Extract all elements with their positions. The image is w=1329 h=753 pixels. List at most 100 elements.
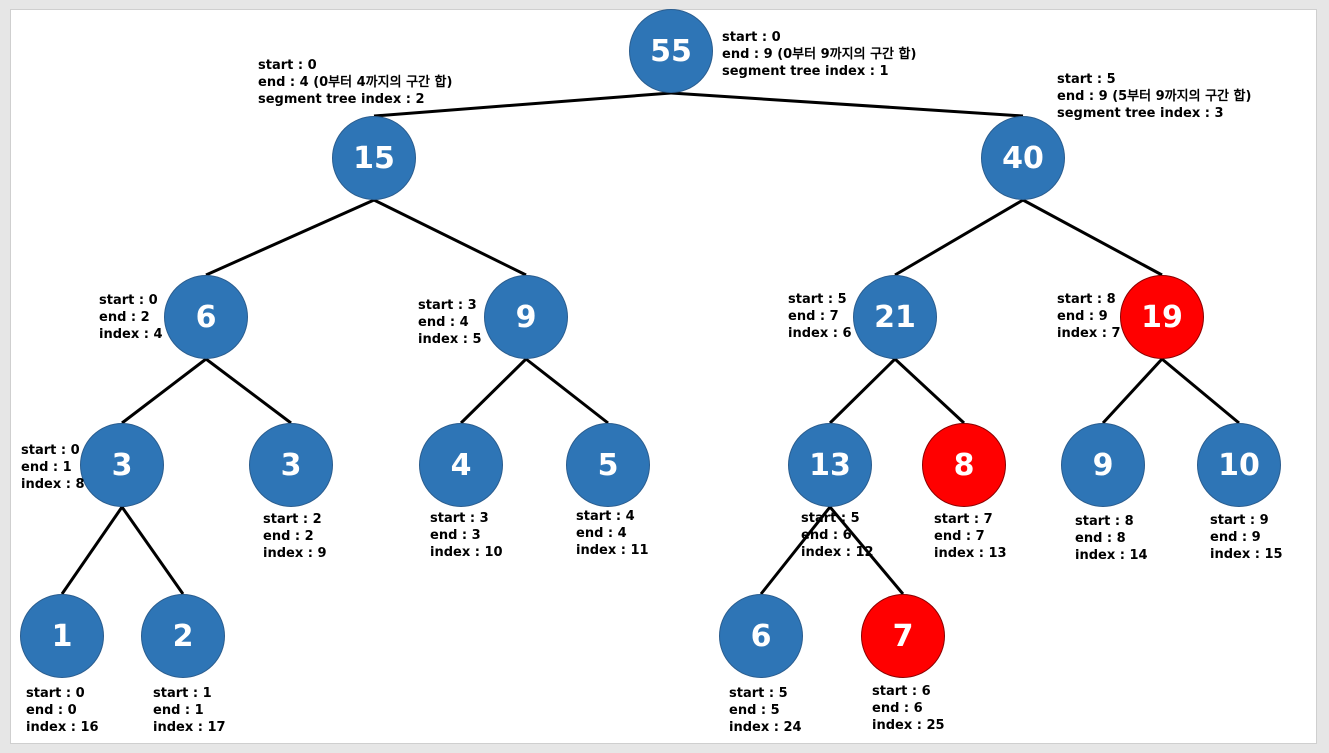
tree-node-n25: 7	[861, 594, 945, 678]
node-label-line: start : 8	[1075, 514, 1134, 529]
node-label-line: start : 5	[1057, 72, 1116, 87]
node-label-line: start : 3	[430, 511, 489, 526]
node-label-line: end : 5	[729, 703, 780, 718]
node-label-line: end : 2	[263, 529, 314, 544]
node-label-line: start : 5	[729, 686, 788, 701]
node-label-line: end : 9	[1057, 309, 1108, 324]
edge-n2-n5	[373, 198, 527, 277]
node-label-line: end : 2	[99, 310, 150, 325]
node-label-line: index : 15	[1210, 547, 1283, 562]
node-value: 13	[809, 447, 851, 483]
edge-n5-n11	[525, 357, 609, 425]
tree-node-n24: 6	[719, 594, 803, 678]
node-label-line: end : 1	[21, 460, 72, 475]
node-label-n5: start : 3 end : 4 index : 5	[418, 297, 482, 348]
node-label-line: end : 9	[1210, 530, 1261, 545]
node-label-line: start : 3	[418, 298, 477, 313]
edge-n3-n6	[894, 198, 1024, 277]
node-label-line: index : 11	[576, 543, 649, 558]
edge-n12-n25	[828, 506, 905, 595]
node-label-line: segment tree index : 2	[258, 92, 425, 107]
node-label-line: segment tree index : 1	[722, 64, 889, 79]
tree-node-n16: 1	[20, 594, 104, 678]
tree-node-n1: 55	[629, 9, 713, 93]
node-label-line: start : 2	[263, 512, 322, 527]
edge-n4-n9	[205, 357, 292, 425]
node-label-line: start : 6	[872, 684, 931, 699]
node-label-line: end : 1	[153, 703, 204, 718]
tree-node-n10: 4	[419, 423, 503, 507]
node-value: 55	[650, 33, 692, 69]
node-label-line: end : 7	[934, 529, 985, 544]
tree-node-n14: 9	[1061, 423, 1145, 507]
edge-n6-n12	[828, 357, 897, 425]
node-label-line: start : 5	[788, 292, 847, 307]
node-label-line: start : 9	[1210, 513, 1269, 528]
node-value: 19	[1141, 299, 1183, 335]
tree-node-n4: 6	[164, 275, 248, 359]
node-label-line: start : 4	[576, 509, 635, 524]
node-label-line: index : 14	[1075, 548, 1148, 563]
edge-n3-n7	[1022, 198, 1163, 277]
edge-n2-n4	[205, 198, 375, 277]
node-label-line: end : 9 (5부터 9까지의 구간 합)	[1057, 89, 1252, 104]
node-value: 4	[450, 447, 472, 483]
node-label-line: index : 5	[418, 332, 482, 347]
tree-node-n5: 9	[484, 275, 568, 359]
node-value: 15	[353, 140, 395, 176]
node-label-line: end : 8	[1075, 531, 1126, 546]
node-value: 3	[280, 447, 302, 483]
node-label-line: index : 24	[729, 720, 802, 735]
node-label-line: start : 0	[26, 686, 85, 701]
node-label-line: index : 17	[153, 720, 226, 735]
node-label-n16: start : 0 end : 0 index : 16	[26, 685, 99, 736]
node-label-line: index : 8	[21, 477, 85, 492]
edge-n6-n13	[893, 357, 966, 425]
node-label-line: index : 4	[99, 327, 163, 342]
node-value: 1	[51, 618, 73, 654]
node-label-n4: start : 0 end : 2 index : 4	[99, 292, 163, 343]
node-label-line: end : 4 (0부터 4까지의 구간 합)	[258, 75, 453, 90]
node-value: 10	[1218, 447, 1260, 483]
tree-node-n15: 10	[1197, 423, 1281, 507]
node-value: 6	[750, 618, 772, 654]
node-value: 2	[172, 618, 194, 654]
node-value: 40	[1002, 140, 1044, 176]
edge-n7-n15	[1161, 357, 1240, 425]
node-label-line: index : 16	[26, 720, 99, 735]
node-value: 21	[874, 299, 916, 335]
tree-node-n12: 13	[788, 423, 872, 507]
edge-n5-n10	[459, 357, 528, 425]
node-label-line: index : 10	[430, 545, 503, 560]
node-label-line: start : 0	[722, 30, 781, 45]
node-value: 3	[111, 447, 133, 483]
node-label-line: end : 4	[418, 315, 469, 330]
edge-n7-n14	[1101, 357, 1164, 425]
node-value: 9	[1092, 447, 1114, 483]
node-label-line: end : 7	[788, 309, 839, 324]
node-label-line: end : 0	[26, 703, 77, 718]
edge-n4-n8	[121, 357, 207, 425]
node-label-n9: start : 2 end : 2 index : 9	[263, 511, 327, 562]
tree-node-n3: 40	[981, 116, 1065, 200]
node-label-line: start : 0	[258, 58, 317, 73]
node-label-line: start : 1	[153, 686, 212, 701]
edge-n12-n24	[759, 506, 832, 595]
tree-node-n17: 2	[141, 594, 225, 678]
node-label-line: index : 13	[934, 546, 1007, 561]
node-label-line: index : 7	[1057, 326, 1121, 341]
node-label-line: start : 0	[99, 293, 158, 308]
node-label-line: index : 9	[263, 546, 327, 561]
node-label-n24: start : 5 end : 5 index : 24	[729, 685, 802, 736]
